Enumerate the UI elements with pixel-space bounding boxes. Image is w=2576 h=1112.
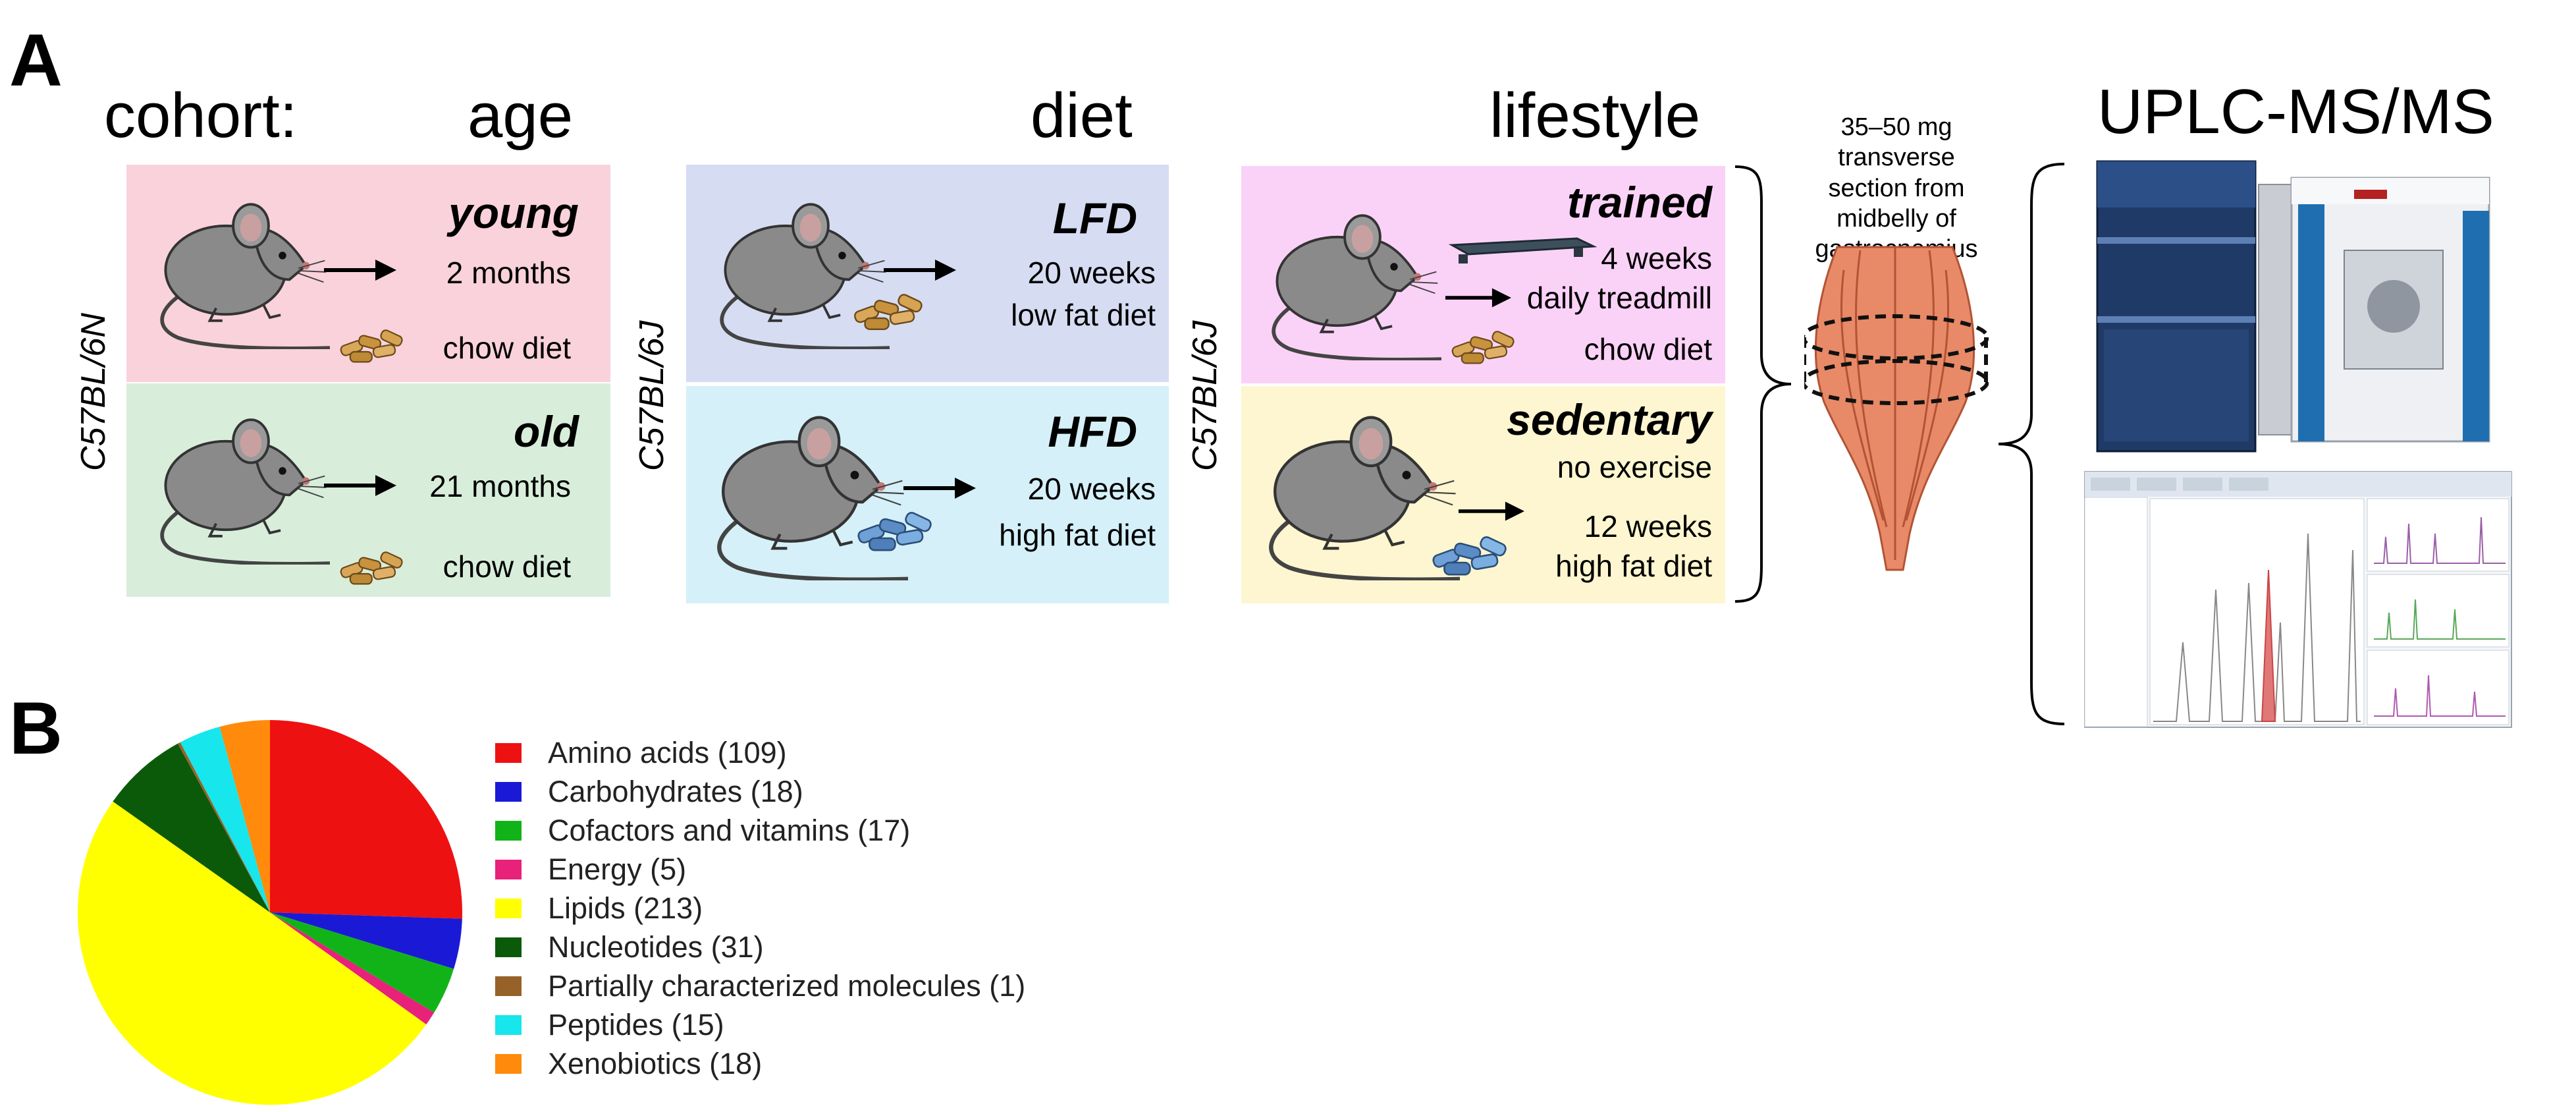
- header-uplc-ms: UPLC-MS/MS: [2097, 76, 2494, 147]
- box-hfd: HFD 20 weeks high fat diet: [686, 386, 1169, 603]
- legend-swatch: [495, 976, 522, 996]
- legend-swatch: [495, 1054, 522, 1074]
- panel-b-letter: B: [9, 687, 63, 769]
- legend-swatch: [495, 937, 522, 957]
- box-young: young 2 months chow diet: [126, 165, 610, 382]
- box-old: old 21 months chow diet: [126, 383, 610, 597]
- legend-item: Partially characterized molecules (1): [495, 969, 1026, 1003]
- chow-pellets-icon: [337, 323, 410, 366]
- hfd-pellets-icon: [854, 503, 940, 556]
- legend-item: Cofactors and vitamins (17): [495, 814, 910, 847]
- legend-label: Energy (5): [548, 852, 687, 886]
- legend-item: Carbohydrates (18): [495, 775, 803, 808]
- arrow-icon: [1459, 498, 1524, 524]
- box-young-duration: 2 months: [446, 256, 571, 290]
- software-screenshot-icon: [2084, 471, 2512, 728]
- pie-slice-partially-characterized-molecules: [177, 742, 270, 912]
- box-old-duration: 21 months: [429, 469, 571, 503]
- box-title-hfd: HFD: [1048, 407, 1137, 456]
- box-lfd: LFD 20 weeks low fat diet: [686, 165, 1169, 382]
- strain-label-lifestyle: C57BL/6J: [1186, 320, 1224, 471]
- hfd-pellets-icon: [1429, 528, 1515, 580]
- legend-swatch: [495, 860, 522, 879]
- box-sedentary: sedentary no exercise 12 weeks high fat …: [1241, 386, 1725, 603]
- box-sedentary-diet: high fat diet: [1555, 549, 1712, 583]
- header-diet: diet: [1031, 80, 1133, 151]
- chow-pellets-icon: [1449, 324, 1521, 368]
- legend-swatch: [495, 782, 522, 802]
- chow-pellets-icon: [851, 287, 930, 334]
- pie-slice-energy: [270, 912, 435, 1025]
- box-title-old: old: [514, 407, 579, 456]
- legend-swatch: [495, 821, 522, 841]
- legend-label: Cofactors and vitamins (17): [548, 814, 911, 847]
- legend-label: Amino acids (109): [548, 736, 787, 769]
- muscle-caption: 35–50 mg transverse section from midbell…: [1815, 113, 1977, 263]
- arrow-icon: [324, 472, 396, 499]
- legend-label: Peptides (15): [548, 1008, 724, 1042]
- legend-label: Carbohydrates (18): [548, 775, 803, 808]
- box-trained-activity: daily treadmill: [1526, 281, 1712, 315]
- box-trained: trained 4 weeks daily treadmill chow die…: [1241, 166, 1725, 383]
- pie-slice-xenobiotics: [219, 720, 270, 912]
- box-title-young: young: [448, 188, 579, 237]
- header-cohort: cohort:: [104, 80, 298, 151]
- brace-right-icon: [1734, 165, 1792, 603]
- legend-item: Xenobiotics (18): [495, 1047, 762, 1080]
- arrow-icon: [1445, 285, 1511, 311]
- box-lfd-duration: 20 weeks: [1027, 256, 1156, 290]
- pie-chart: [78, 720, 462, 1105]
- legend-label: Nucleotides (31): [548, 930, 764, 964]
- mouse-icon: [140, 406, 331, 565]
- box-old-diet: chow diet: [443, 549, 571, 584]
- legend-label: Xenobiotics (18): [548, 1047, 763, 1080]
- pie-legend: Amino acids (109) Carbohydrates (18) Cofac…: [495, 736, 1154, 1092]
- legend-label: Partially characterized molecules (1): [548, 969, 1026, 1003]
- pie-slice-carbohydrates: [270, 912, 462, 969]
- legend-swatch: [495, 899, 522, 918]
- pie-slice-peptides: [180, 727, 270, 912]
- panel-a-letter: A: [9, 19, 63, 101]
- box-trained-duration: 4 weeks: [1601, 241, 1712, 275]
- pie-slice-lipids: [78, 801, 427, 1105]
- mouse-icon: [140, 191, 331, 349]
- box-trained-diet: chow diet: [1584, 332, 1712, 366]
- box-lfd-diet: low fat diet: [1011, 298, 1156, 332]
- box-title-sedentary: sedentary: [1507, 395, 1712, 444]
- box-hfd-duration: 20 weeks: [1027, 472, 1156, 506]
- box-young-diet: chow diet: [443, 331, 571, 365]
- header-lifestyle: lifestyle: [1489, 80, 1701, 151]
- box-title-lfd: LFD: [1052, 194, 1137, 242]
- treadmill-icon: [1448, 237, 1597, 264]
- box-title-trained: trained: [1567, 178, 1712, 227]
- arrow-icon: [903, 475, 976, 501]
- legend-item: Lipids (213): [495, 891, 703, 925]
- legend-item: Nucleotides (31): [495, 930, 764, 964]
- muscle-icon: [1804, 246, 1989, 571]
- legend-label: Lipids (213): [548, 891, 703, 925]
- legend-swatch: [495, 1015, 522, 1035]
- mouse-icon: [1251, 202, 1442, 360]
- arrow-icon: [884, 257, 956, 283]
- pie-slice-cofactors-and-vitamins: [270, 912, 454, 1013]
- legend-item: Energy (5): [495, 852, 687, 886]
- pie-slice-nucleotides: [113, 743, 270, 912]
- legend-item: Amino acids (109): [495, 736, 787, 769]
- arrow-icon: [324, 257, 396, 283]
- header-age: age: [468, 80, 574, 151]
- legend-item: Peptides (15): [495, 1008, 724, 1042]
- box-sedentary-exercise: no exercise: [1557, 450, 1712, 484]
- legend-swatch: [495, 743, 522, 763]
- box-sedentary-duration: 12 weeks: [1584, 509, 1712, 543]
- strain-label-diet: C57BL/6J: [633, 320, 671, 471]
- uplc-instrument-icon: [2096, 160, 2490, 453]
- box-hfd-diet: high fat diet: [999, 518, 1156, 552]
- chow-pellets-icon: [337, 545, 410, 588]
- brace-left-icon: [1998, 163, 2065, 725]
- strain-label-age: C57BL/6N: [74, 313, 113, 471]
- pie-slice-amino-acids: [270, 720, 462, 919]
